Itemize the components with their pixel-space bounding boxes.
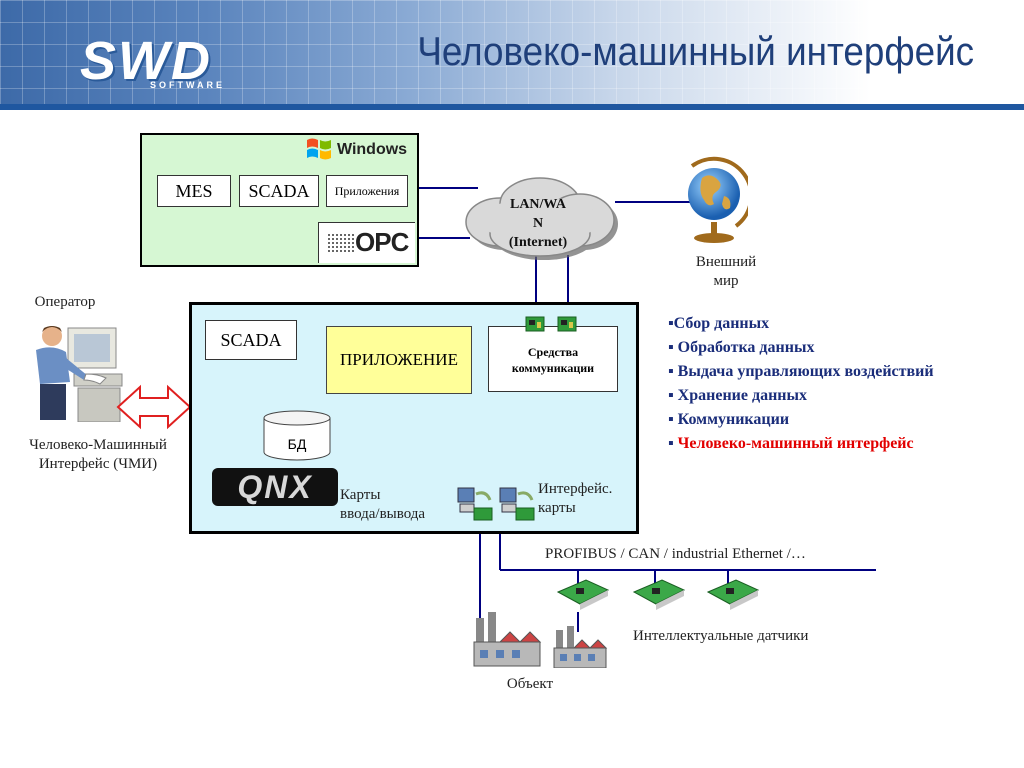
external-world-line2: мир: [713, 273, 739, 289]
bullet-item-highlight-row: ▪ Человеко-машинный интерфейс: [668, 432, 934, 456]
bullet-highlight: Человеко-машинный интерфейс: [677, 435, 914, 452]
swd-logo: SWD: [80, 31, 212, 91]
header-banner: [0, 0, 1024, 110]
windows-label: Windows: [337, 141, 408, 158]
bullet-item: ▪ Обработка данных: [668, 339, 815, 356]
operator-label: Оператор: [34, 294, 96, 310]
lan-cloud-icon: [465, 177, 618, 260]
bullet-marker: ▪: [668, 435, 678, 452]
io-cards-icon: [457, 487, 535, 521]
hmi-line2: Интерфейс (ЧМИ): [38, 456, 158, 472]
db-label: БД: [287, 436, 307, 452]
io-cards-line2: ввода/вывода: [340, 506, 426, 522]
sensor-card-icon: [632, 579, 686, 610]
fieldbus-label: PROFIBUS / CAN / industrial Ethernet /…: [545, 546, 806, 562]
database-icon: [263, 410, 331, 461]
hmi-double-arrow-icon: [116, 384, 192, 430]
smart-sensors-icons: [556, 579, 760, 610]
feature-bullet-list: ▪Сбор данных ▪ Обработка данных ▪ Выдача…: [668, 312, 934, 456]
application-box: ПРИЛОЖЕНИЕ: [326, 326, 472, 394]
io-cards-line1: Карты: [340, 487, 381, 503]
cloud-line1: LAN/WA: [509, 197, 566, 212]
cloud-line2: N: [532, 216, 544, 231]
bullet-item: ▪ Хранение данных: [668, 387, 808, 404]
bullet-item: ▪ Выдача управляющих воздействий: [668, 363, 934, 380]
header-grid: [0, 0, 1024, 104]
apps-box: Приложения: [326, 175, 408, 207]
windows-flag-icon: [305, 136, 333, 162]
swd-logo-sub: SOFTWARE: [150, 80, 225, 90]
mes-box: MES: [157, 175, 231, 207]
scada-top-box: SCADA: [239, 175, 319, 207]
sensor-card-icon: [556, 579, 610, 610]
io-cards-label: Карты ввода/вывода: [340, 486, 462, 524]
hmi-line1: Человеко-Машинный: [29, 437, 167, 453]
external-world-label: Внешний мир: [680, 253, 772, 291]
globe-icon: [688, 156, 748, 243]
comm-line1: Средства: [527, 345, 579, 359]
qnx-logo: QNX: [212, 468, 338, 506]
opc-logo-box: OPC: [318, 222, 415, 263]
cloud-line3: (Internet): [508, 235, 568, 250]
network-cards-icon: [525, 316, 577, 332]
page-title: Человеко-машинный интерфейс: [417, 30, 974, 74]
cloud-label: LAN/WA N (Internet): [488, 195, 588, 252]
smart-sensors-label: Интеллектуальные датчики: [633, 628, 809, 644]
iface-cards-label: Интерфейс. карты: [538, 480, 630, 518]
factory-icon: [473, 612, 608, 668]
operator-icon: [36, 326, 123, 422]
hmi-label: Человеко-Машинный Интерфейс (ЧМИ): [18, 436, 178, 474]
iface-cards-line1: Интерфейс.: [538, 481, 613, 497]
comm-tools-box: Средства коммуникации: [488, 326, 618, 392]
sensor-card-icon: [706, 579, 760, 610]
scada-main-box: SCADA: [205, 320, 297, 360]
object-label: Объект: [506, 676, 554, 692]
iface-cards-line2: карты: [538, 500, 576, 516]
external-world-line1: Внешний: [695, 254, 757, 270]
comm-line2: коммуникации: [511, 361, 595, 375]
opc-dots-icon: [327, 233, 355, 253]
bullet-item: ▪Сбор данных: [668, 315, 770, 332]
bullet-item: ▪ Коммуникации: [668, 411, 790, 428]
opc-logo-text: OPC: [355, 227, 409, 257]
